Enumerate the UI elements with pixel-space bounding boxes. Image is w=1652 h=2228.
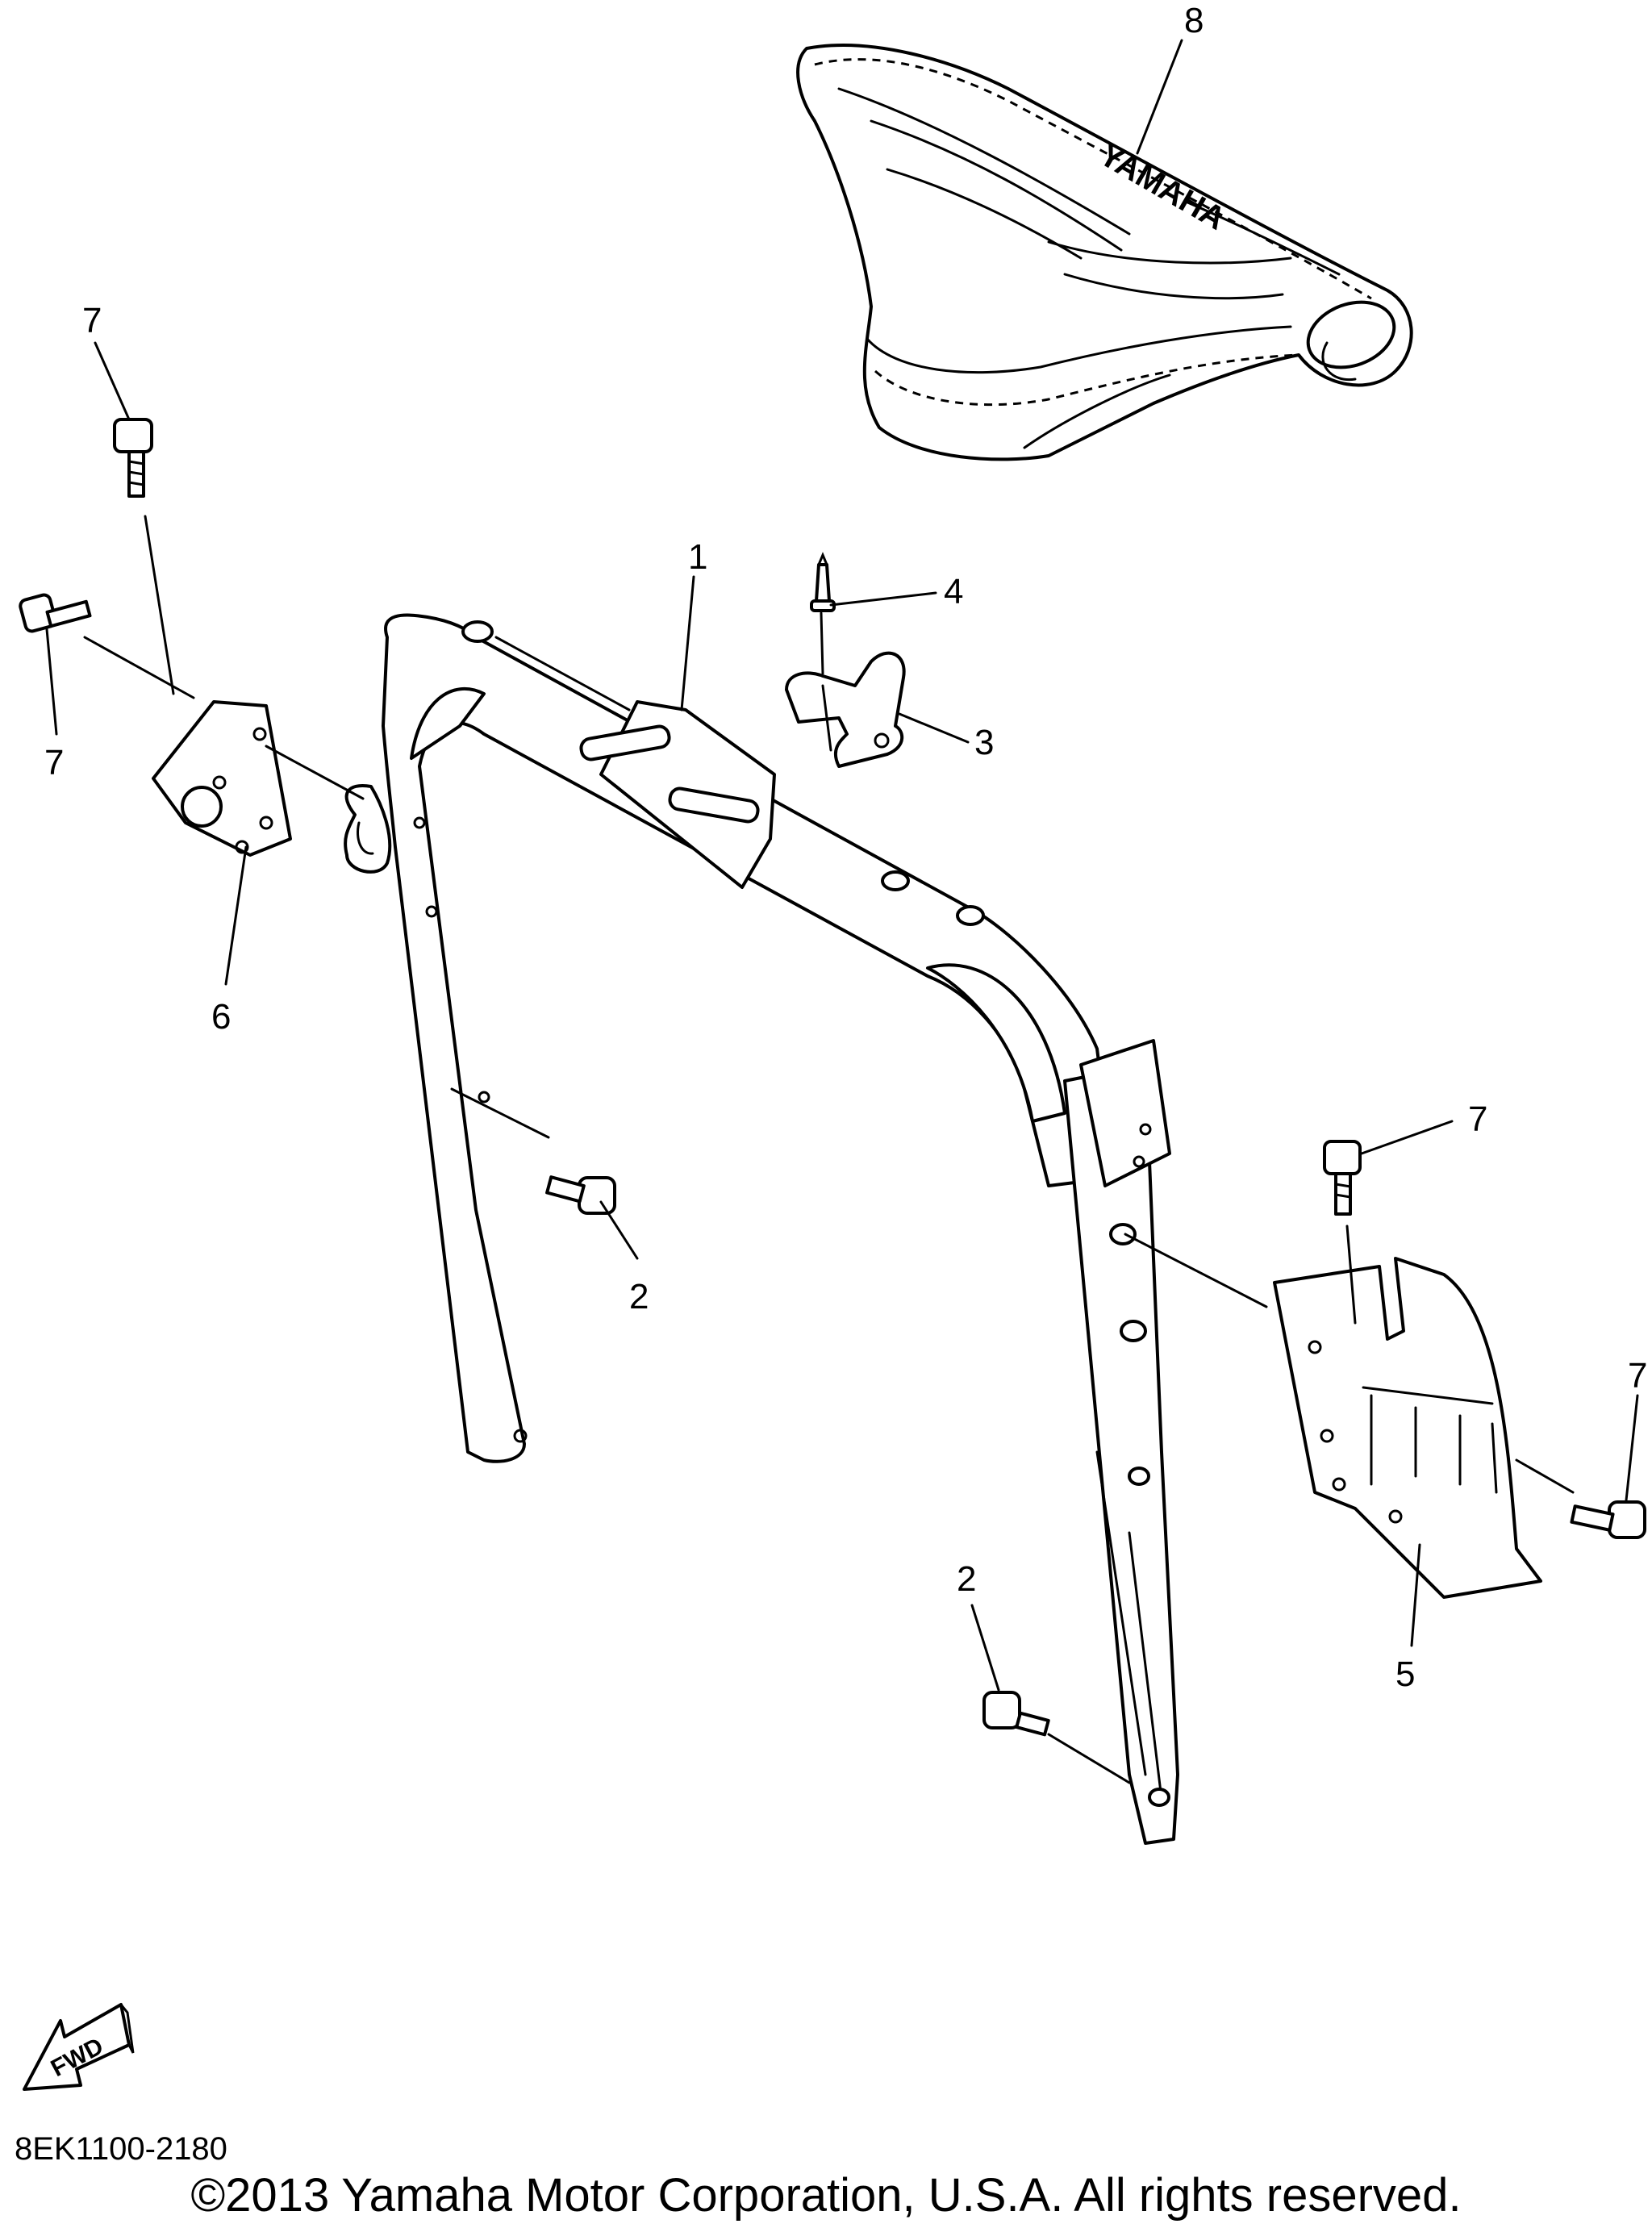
bolt-part-7-left — [19, 593, 92, 633]
callout-1: 1 — [688, 537, 707, 577]
d-ring — [344, 784, 392, 874]
copyright-notice: ©2013 Yamaha Motor Corporation, U.S.A. A… — [190, 2169, 1462, 2222]
callout-numbers: 8 7 7 1 4 3 6 2 7 7 2 5 — [44, 1, 1647, 1694]
assembly-lines — [83, 515, 1575, 1784]
callout-7-top-left: 7 — [82, 301, 102, 340]
callout-6: 6 — [211, 997, 231, 1037]
grip-bracket — [579, 700, 776, 889]
bolt-part-7-right-upper — [1323, 1140, 1362, 1216]
bolt-part-7-top-left — [113, 418, 153, 498]
callout-8: 8 — [1184, 1, 1204, 40]
callout-7-right-lower: 7 — [1628, 1356, 1647, 1396]
reference-code: 8EK1100-2180 — [15, 2131, 227, 2167]
plate-part-5 — [1273, 1257, 1542, 1599]
bolt-part-2-lower — [982, 1691, 1050, 1737]
callout-7-left: 7 — [44, 743, 64, 782]
callout-2-lower: 2 — [957, 1559, 976, 1599]
callout-2-upper: 2 — [629, 1277, 649, 1316]
callout-7-right-upper: 7 — [1468, 1099, 1487, 1139]
callout-4: 4 — [944, 572, 963, 611]
fwd-arrow-icon: FWD — [23, 2003, 135, 2091]
bolt-part-7-right-lower — [1570, 1500, 1646, 1539]
frame-part-1 — [382, 613, 1179, 1845]
rivet-part-4 — [810, 552, 836, 612]
cleat-part-3 — [785, 651, 906, 768]
callout-5: 5 — [1395, 1654, 1415, 1694]
callout-leaders — [45, 39, 1639, 1692]
bolt-part-2-upper — [545, 1175, 616, 1215]
seat-part-8: YAMAHA — [796, 44, 1413, 461]
bracket-part-6 — [152, 700, 292, 857]
callout-3: 3 — [974, 723, 994, 762]
